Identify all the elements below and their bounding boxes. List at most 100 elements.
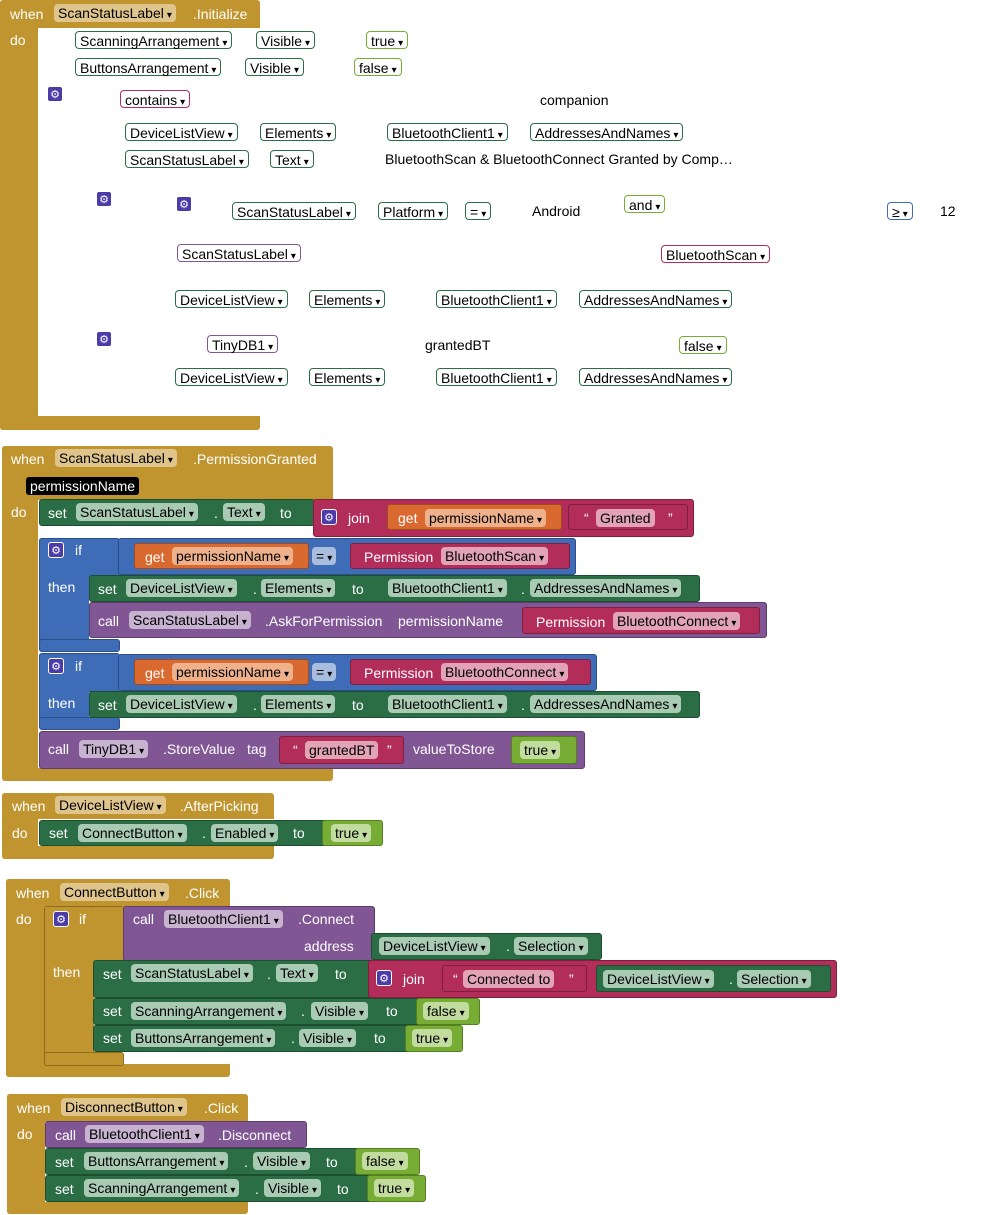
property-dropdown[interactable]: Selection▾ [737,970,811,988]
component-dropdown[interactable]: DeviceListView▾ [379,937,490,955]
property-dropdown[interactable]: AddressesAndNames▾ [530,579,682,597]
dropdown-visible[interactable]: Visible▾ [245,58,305,76]
variable-dropdown[interactable]: permissionName▾ [425,509,547,527]
parameter-permission-name[interactable]: permissionName [26,477,140,495]
component-dropdown[interactable]: DeviceListView▾ [603,970,714,988]
gear-icon[interactable]: ⚙ [176,196,192,212]
property-dropdown[interactable]: Visible▾ [311,1002,369,1020]
text-value[interactable]: Granted [596,509,655,527]
property-dropdown[interactable]: Visible▾ [253,1152,311,1170]
dropdown-addresses-and-names[interactable]: AddressesAndNames▾ [530,123,684,141]
gear-icon[interactable]: ⚙ [48,542,64,558]
permission-dropdown[interactable]: BluetoothConnect▾ [441,663,569,681]
dropdown-equals[interactable]: =▾ [465,202,492,220]
operator-dropdown[interactable]: =▾ [312,663,337,681]
gear-icon[interactable]: ⚙ [53,911,69,927]
component-dropdown[interactable]: ScanStatusLabel▾ [131,964,253,982]
dropdown-visible[interactable]: Visible▾ [256,31,316,49]
dropdown-text[interactable]: Text▾ [270,150,314,168]
dot: . [729,971,733,987]
component-dropdown[interactable]: ScanStatusLabel▾ [129,611,251,629]
dropdown-true[interactable]: true▾ [366,31,409,49]
component-dropdown[interactable]: ScanningArrangement▾ [84,1179,240,1197]
component-dropdown[interactable]: ConnectButton▾ [78,824,187,842]
property-dropdown[interactable]: Selection▾ [514,937,588,955]
permission-dropdown[interactable]: BluetoothConnect▾ [613,612,741,630]
dropdown-addresses-and-names[interactable]: AddressesAndNames▾ [579,368,733,386]
component-dropdown[interactable]: ScanStatusLabel▾ [76,503,198,521]
property-dropdown[interactable]: Visible▾ [264,1179,322,1197]
dropdown-contains[interactable]: contains▾ [120,90,191,108]
component-dropdown[interactable]: ConnectButton▾ [60,883,169,901]
property-dropdown[interactable]: Text▾ [276,964,318,982]
component-dropdown[interactable]: ButtonsArrangement▾ [131,1029,276,1047]
dropdown-and[interactable]: and▾ [624,195,666,213]
dropdown-greater-equal[interactable]: ≥▾ [887,202,913,220]
dropdown-false[interactable]: false▾ [679,336,727,354]
component-dropdown[interactable]: DeviceListView▾ [126,695,237,713]
component-dropdown[interactable]: ScanningArrangement▾ [131,1002,287,1020]
boolean-dropdown[interactable]: false▾ [362,1152,408,1170]
dropdown-device-list-view[interactable]: DeviceListView▾ [125,123,238,141]
property-dropdown[interactable]: Visible▾ [299,1029,357,1047]
component-dropdown[interactable]: DeviceListView▾ [55,796,166,814]
gear-icon[interactable]: ⚙ [47,86,63,102]
dropdown-platform[interactable]: Platform▾ [378,202,449,220]
do-label: do [11,504,27,520]
property-dropdown[interactable]: Enabled▾ [211,824,279,842]
component-dropdown[interactable]: BluetoothClient1▾ [85,1125,204,1143]
property-dropdown[interactable]: Text▾ [223,503,265,521]
set-label: set [98,697,117,713]
when-label: when [17,1100,51,1116]
gear-icon[interactable]: ⚙ [376,970,392,986]
gear-icon[interactable]: ⚙ [96,191,112,207]
permission-dropdown[interactable]: BluetoothScan▾ [441,547,549,565]
dropdown-bluetooth-client[interactable]: BluetoothClient1▾ [436,368,557,386]
property-dropdown[interactable]: Elements▾ [261,579,336,597]
dropdown-addresses-and-names[interactable]: AddressesAndNames▾ [579,290,733,308]
component-dropdown[interactable]: DeviceListView▾ [126,579,237,597]
dropdown-bluetooth-scan[interactable]: BluetoothScan▾ [661,245,771,263]
gear-icon[interactable]: ⚙ [48,658,64,674]
dropdown-device-list-view[interactable]: DeviceListView▾ [175,290,288,308]
component-dropdown[interactable]: ButtonsArrangement▾ [84,1152,229,1170]
boolean-dropdown[interactable]: true▾ [412,1029,453,1047]
dropdown-scan-status-label[interactable]: ScanStatusLabel▾ [232,202,356,220]
boolean-dropdown[interactable]: true▾ [331,824,372,842]
component-dropdown[interactable]: ScanStatusLabel▾ [54,4,176,22]
dropdown-bluetooth-client[interactable]: BluetoothClient1▾ [387,123,508,141]
boolean-dropdown[interactable]: false▾ [423,1002,469,1020]
component-dropdown[interactable]: BluetoothClient1▾ [388,579,507,597]
boolean-dropdown[interactable]: true▾ [520,741,561,759]
component-dropdown[interactable]: ScanStatusLabel▾ [55,449,177,467]
component-dropdown[interactable]: BluetoothClient1▾ [164,910,283,928]
dropdown-scanning-arrangement[interactable]: ScanningArrangement▾ [75,31,233,49]
gear-icon[interactable]: ⚙ [96,331,112,347]
to-label: to [374,1030,386,1046]
dropdown-device-list-view[interactable]: DeviceListView▾ [175,368,288,386]
dropdown-elements[interactable]: Elements▾ [260,123,337,141]
dropdown-false[interactable]: false▾ [354,58,402,76]
component-dropdown[interactable]: DisconnectButton▾ [61,1098,187,1116]
dropdown-bluetooth-client[interactable]: BluetoothClient1▾ [436,290,557,308]
dropdown-scan-status-label[interactable]: ScanStatusLabel▾ [125,150,249,168]
dropdown-buttons-arrangement[interactable]: ButtonsArrangement▾ [75,58,222,76]
component-dropdown[interactable]: TinyDB1▾ [79,740,149,758]
variable-dropdown[interactable]: permissionName▾ [172,663,294,681]
component-dropdown[interactable]: BluetoothClient1▾ [388,695,507,713]
dropdown-tinydb[interactable]: TinyDB1▾ [207,335,279,353]
operator-dropdown[interactable]: =▾ [312,547,337,565]
dropdown-elements[interactable]: Elements▾ [309,290,386,308]
property-dropdown[interactable]: Elements▾ [261,695,336,713]
call-label: call [133,911,155,927]
to-label: to [335,966,347,982]
boolean-dropdown[interactable]: true▾ [374,1179,415,1197]
text-value[interactable]: grantedBT [305,741,379,759]
property-dropdown[interactable]: AddressesAndNames▾ [530,695,682,713]
text-value[interactable]: Connected to [463,970,555,988]
dropdown-scan-status-label[interactable]: ScanStatusLabel▾ [177,244,301,262]
dropdown-elements[interactable]: Elements▾ [309,368,386,386]
gear-icon[interactable]: ⚙ [321,509,337,525]
variable-dropdown[interactable]: permissionName▾ [172,547,294,565]
